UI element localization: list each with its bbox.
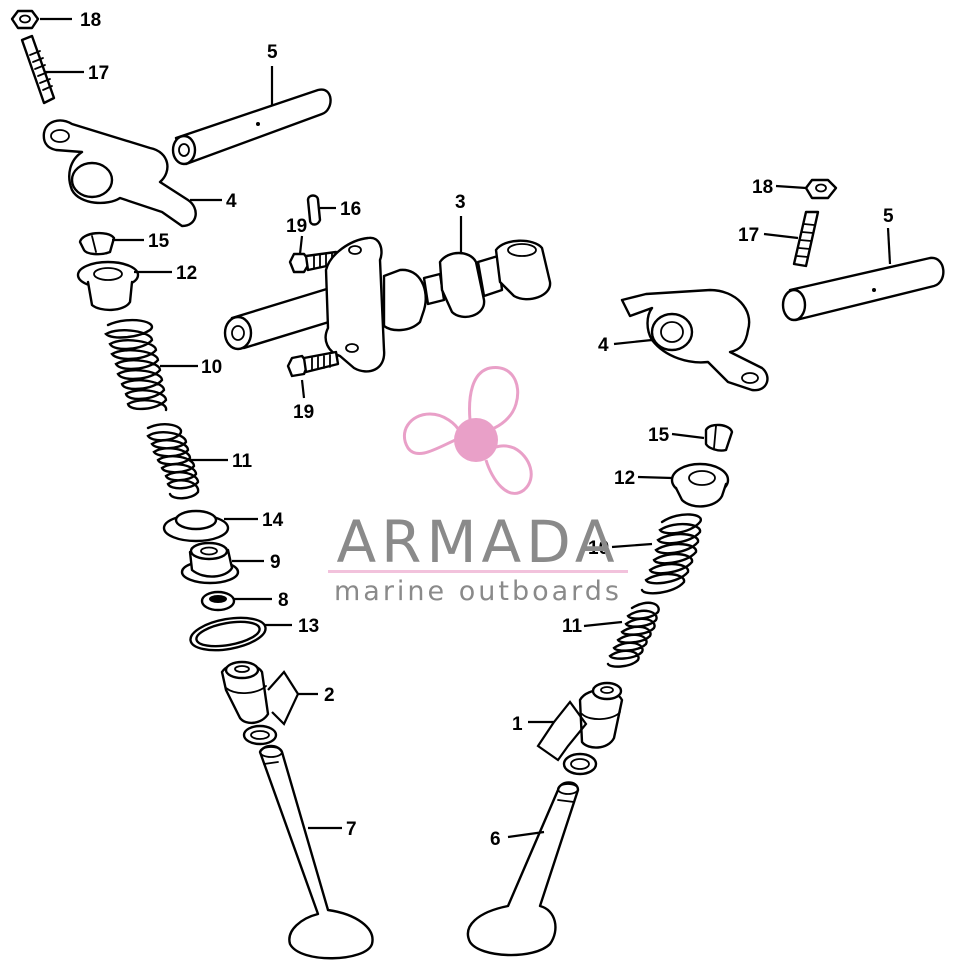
left-outer-spring-10 xyxy=(104,318,168,412)
right-rocker-arm-4 xyxy=(620,288,769,392)
camshaft-3 xyxy=(223,236,552,373)
leader-lines xyxy=(40,17,892,839)
callout-right-15: 15 xyxy=(648,425,670,446)
callout-right-6: 6 xyxy=(490,829,501,850)
callout-right-4: 4 xyxy=(598,335,609,356)
callout-left-4: 4 xyxy=(226,191,237,212)
callout-left-14: 14 xyxy=(262,510,284,531)
left-rocker-shaft-5 xyxy=(171,88,332,166)
left-spring-seat-14 xyxy=(162,509,230,543)
left-inner-spring-11 xyxy=(146,423,200,500)
left-seal-8 xyxy=(200,590,236,612)
right-nut-18 xyxy=(804,178,838,200)
left-valve-cotter-15 xyxy=(78,231,116,256)
left-valve-7 xyxy=(258,744,374,960)
left-stem-seal-9 xyxy=(180,541,240,585)
left-rocker-arm-4 xyxy=(42,119,197,228)
callout-left-17: 17 xyxy=(88,63,109,84)
right-outer-spring-10 xyxy=(640,513,703,595)
logo-subtitle: marine outboards xyxy=(334,576,622,607)
logo-underline xyxy=(328,570,628,573)
callout-left-13: 13 xyxy=(298,616,319,637)
callout-right-1: 1 xyxy=(512,714,523,735)
right-valve-guide-1 xyxy=(562,681,624,776)
callout-left-2: 2 xyxy=(324,685,335,706)
left-adjuster-screw-17 xyxy=(20,34,56,105)
callout-upper-19: 19 xyxy=(286,216,307,237)
callout-left-10: 10 xyxy=(201,357,222,378)
callout-3: 3 xyxy=(455,192,466,213)
callout-left-12: 12 xyxy=(176,263,197,284)
callout-left-7: 7 xyxy=(346,819,357,840)
callout-left-15: 15 xyxy=(148,231,170,252)
propeller-icon xyxy=(402,366,533,495)
left-o-ring-13 xyxy=(189,616,267,652)
armada-logo: ARMADA marine outboards xyxy=(328,366,628,607)
right-valve-6 xyxy=(466,781,580,957)
callout-right-12: 12 xyxy=(614,468,635,489)
callout-left-18: 18 xyxy=(80,10,101,31)
right-rocker-shaft-5 xyxy=(781,256,945,322)
callout-right-18: 18 xyxy=(752,177,773,198)
callout-right-11: 11 xyxy=(562,616,583,637)
callout-left-9: 9 xyxy=(270,552,281,573)
right-adjuster-screw-17 xyxy=(792,210,820,268)
callout-labels: 18 17 5 4 15 12 10 11 14 9 8 13 2 7 16 3… xyxy=(80,10,894,850)
callout-lower-19: 19 xyxy=(293,402,314,423)
right-spring-retainer-12 xyxy=(670,462,730,508)
callout-right-10: 10 xyxy=(588,538,609,559)
right-valve-cotter-15 xyxy=(704,423,734,452)
dowel-pin-16 xyxy=(306,194,322,226)
callout-right-17: 17 xyxy=(738,225,759,246)
right-inner-spring-11 xyxy=(606,601,660,668)
callout-left-11: 11 xyxy=(232,451,253,472)
callout-16: 16 xyxy=(340,199,361,220)
left-nut-18 xyxy=(10,9,40,30)
left-spring-retainer-12 xyxy=(76,260,140,312)
lower-bolt-19 xyxy=(286,350,340,378)
callout-left-5: 5 xyxy=(267,42,278,63)
callout-left-8: 8 xyxy=(278,590,289,611)
logo-title: ARMADA xyxy=(336,508,619,576)
left-valve-guide-2 xyxy=(220,660,278,746)
callout-right-5: 5 xyxy=(883,206,894,227)
